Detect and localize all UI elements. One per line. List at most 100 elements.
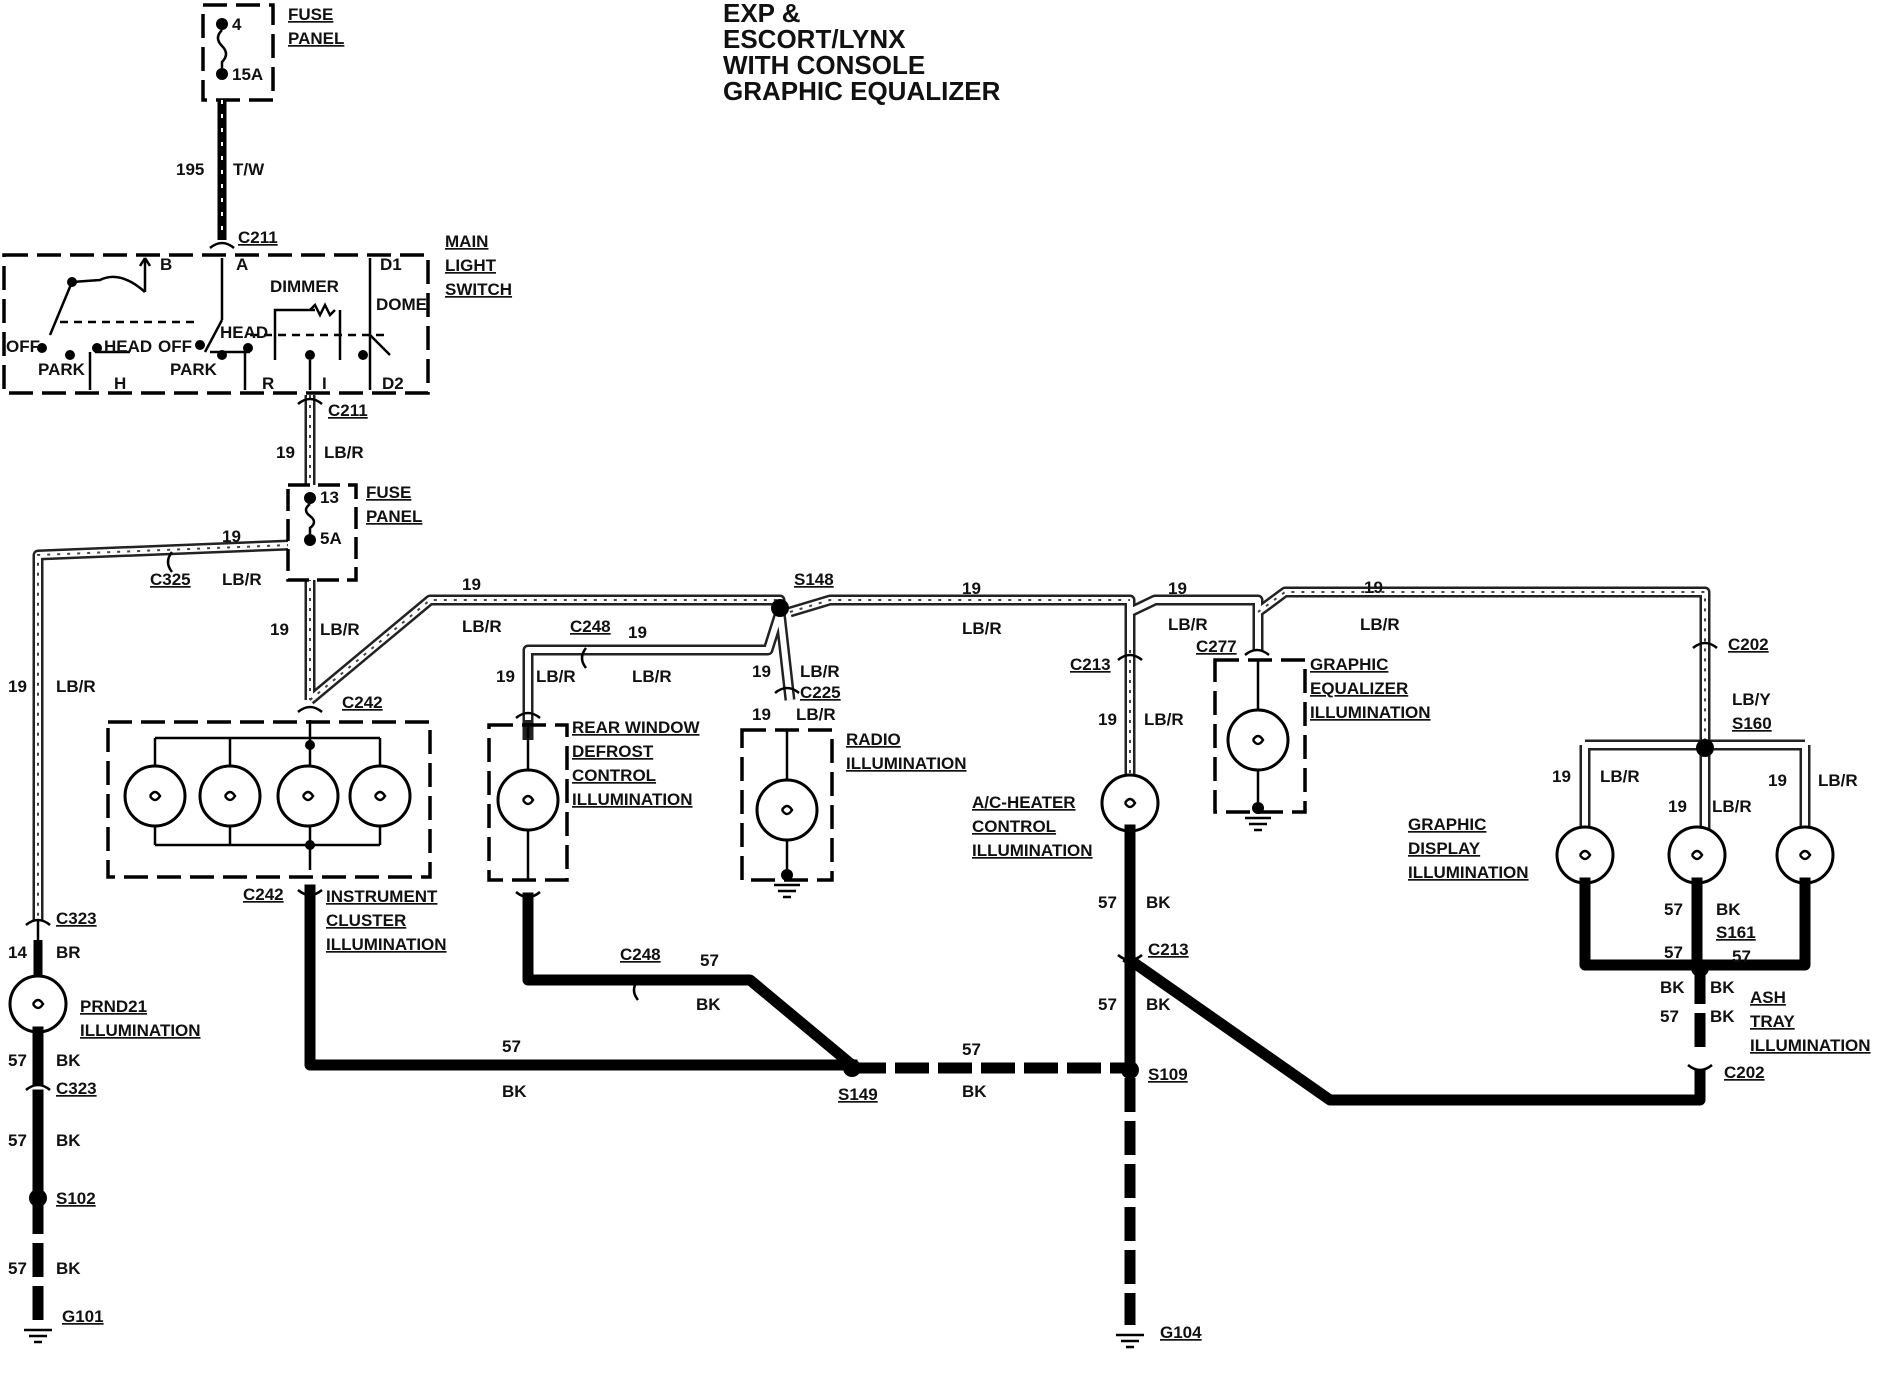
rear-defrost-label-4: ILLUMINATION	[572, 790, 693, 809]
diagram-title: EXP & ESCORT/LYNX WITH CONSOLE GRAPHIC E…	[723, 0, 1001, 106]
wire-bk-label-e: BK	[1146, 995, 1171, 1014]
terminal-park-1: PARK	[38, 360, 86, 379]
wire-19-label-k: 19	[962, 579, 981, 598]
graphic-display-label-1: GRAPHIC	[1408, 815, 1486, 834]
splice-s109: S109	[1148, 1065, 1188, 1084]
wire-lbr-label-o: LB/R	[1600, 767, 1640, 786]
fuse-mid-number: 13	[320, 488, 339, 507]
wire-bk-label-k: BK	[56, 1131, 81, 1150]
graphic-eq-label-2: EQUALIZER	[1310, 679, 1408, 698]
ground-g101: G101	[24, 1307, 104, 1344]
connector-c211-bottom: C211	[328, 401, 368, 420]
connector-c202-top: C202	[1728, 635, 1769, 654]
wire-lbr-label-j: LB/R	[796, 705, 836, 724]
wire-19-label-l: 19	[1168, 579, 1187, 598]
title-line-1: EXP &	[723, 0, 801, 28]
wire-lbr-label-d: LB/R	[56, 677, 96, 696]
wire-57-label-f: 57	[1664, 900, 1683, 919]
wire-57-label-b: 57	[700, 951, 719, 970]
wire-lbr-label-m: LB/R	[1360, 615, 1400, 634]
terminal-a: A	[236, 255, 248, 274]
splice-s148: S148	[794, 570, 834, 589]
wire-19-label-c: 19	[270, 620, 289, 639]
fuse-mid: 13 5A FUSE PANEL	[286, 483, 422, 582]
wire-19-label-g: 19	[496, 667, 515, 686]
fuse-mid-rating: 5A	[320, 529, 342, 548]
wire-57-label-g: 57	[1664, 943, 1683, 962]
ash-tray-label-1: ASH	[1750, 988, 1786, 1007]
wire-57-label-d: 57	[1098, 893, 1117, 912]
wire-19-label-i: 19	[752, 662, 771, 681]
wire-57-label-l: 57	[8, 1259, 27, 1278]
wire-195: 195 T/W	[176, 100, 265, 240]
wire-57-label-j: 57	[8, 1051, 27, 1070]
wire-19-network	[32, 395, 1811, 920]
splice-s149: S149	[838, 1085, 878, 1104]
terminal-head-2: HEAD	[220, 323, 268, 342]
rear-defrost-label-1: REAR WINDOW	[572, 718, 700, 737]
terminal-off-1: OFF	[6, 337, 40, 356]
terminal-park-2: PARK	[170, 360, 218, 379]
wire-br-label: BR	[56, 943, 81, 962]
wire-57-label-e: 57	[1098, 995, 1117, 1014]
wire-57-label-k: 57	[8, 1131, 27, 1150]
wire-19-label-q: 19	[1768, 771, 1787, 790]
connector-c225: C225	[800, 683, 841, 702]
splice-s160: S160	[1732, 714, 1772, 733]
connector-c323-bottom: C323	[56, 1079, 97, 1098]
connector-c325: C325	[150, 570, 191, 589]
connector-glyphs	[25, 241, 1718, 1091]
terminal-head-1: HEAD	[104, 337, 152, 356]
title-line-2: ESCORT/LYNX	[723, 24, 906, 54]
wire-lby-label: LB/Y	[1732, 690, 1771, 709]
instrument-cluster-illumination: C242 C242 INSTRUMENT CLUSTER ILLUMINATIO…	[106, 693, 447, 954]
prnd21-label-1: PRND21	[80, 997, 147, 1016]
wire-bk-label-d: BK	[1146, 893, 1171, 912]
wire-19-label-b: 19	[222, 527, 241, 546]
connector-c248-bottom: C248	[620, 945, 661, 964]
fuse-top: 4 15A FUSE PANEL	[201, 3, 344, 102]
graphic-equalizer-illumination: GRAPHIC EQUALIZER ILLUMINATION	[1213, 655, 1431, 832]
graphic-display-label-3: ILLUMINATION	[1408, 863, 1529, 882]
wire-195-circuit: 195	[176, 160, 204, 179]
ash-tray-label-3: ILLUMINATION	[1750, 1036, 1871, 1055]
connector-c213-bottom: C213	[1148, 940, 1189, 959]
wire-lbr-label-c: LB/R	[320, 620, 360, 639]
fuse-top-label-1: FUSE	[288, 5, 333, 24]
connector-c242-top: C242	[342, 693, 383, 712]
wire-lbr-label-i: LB/R	[800, 662, 840, 681]
graphic-eq-label-3: ILLUMINATION	[1310, 703, 1431, 722]
title-line-4: GRAPHIC EQUALIZER	[723, 76, 1001, 106]
terminal-d1: D1	[380, 255, 402, 274]
wire-bk-label-c: BK	[962, 1082, 987, 1101]
ac-heater-label-1: A/C-HEATER	[972, 793, 1076, 812]
terminal-off-2: OFF	[158, 337, 192, 356]
prnd21-illumination: C323 14 BR PRND21 ILLUMINATION	[8, 909, 201, 1040]
radio-illumination: RADIO ILLUMINATION	[740, 728, 967, 899]
ground-g101-label: G101	[62, 1307, 104, 1326]
wire-19-label-n: 19	[1098, 710, 1117, 729]
fuse-top-number: 4	[232, 15, 242, 34]
terminal-d2: D2	[382, 374, 404, 393]
terminal-h: H	[114, 374, 126, 393]
ac-heater-label-2: CONTROL	[972, 817, 1056, 836]
fuse-top-rating: 15A	[232, 65, 263, 84]
fuse-mid-label-2: PANEL	[366, 507, 422, 526]
ac-heater-label-3: ILLUMINATION	[972, 841, 1093, 860]
terminal-r: R	[262, 374, 274, 393]
splice-s102: S102	[56, 1189, 96, 1208]
wire-lbr-label-p: LB/R	[1712, 797, 1752, 816]
wire-57-label-c: 57	[962, 1040, 981, 1059]
connector-c202-bottom: C202	[1724, 1063, 1765, 1082]
connector-c323-top: C323	[56, 909, 97, 928]
connector-c211-top: C211	[238, 228, 278, 247]
wire-bk-label-i: BK	[1710, 1007, 1735, 1026]
graphic-display-label-2: DISPLAY	[1408, 839, 1481, 858]
rear-defrost-label-3: CONTROL	[572, 766, 656, 785]
prnd21-label-2: ILLUMINATION	[80, 1021, 201, 1040]
wire-14-label: 14	[8, 943, 27, 962]
wire-lbr-label-k: LB/R	[962, 619, 1002, 638]
rear-defrost-label-2: DEFROST	[572, 742, 654, 761]
wire-57-label-i: 57	[1660, 1007, 1679, 1026]
main-switch-label-2: LIGHT	[445, 256, 497, 275]
